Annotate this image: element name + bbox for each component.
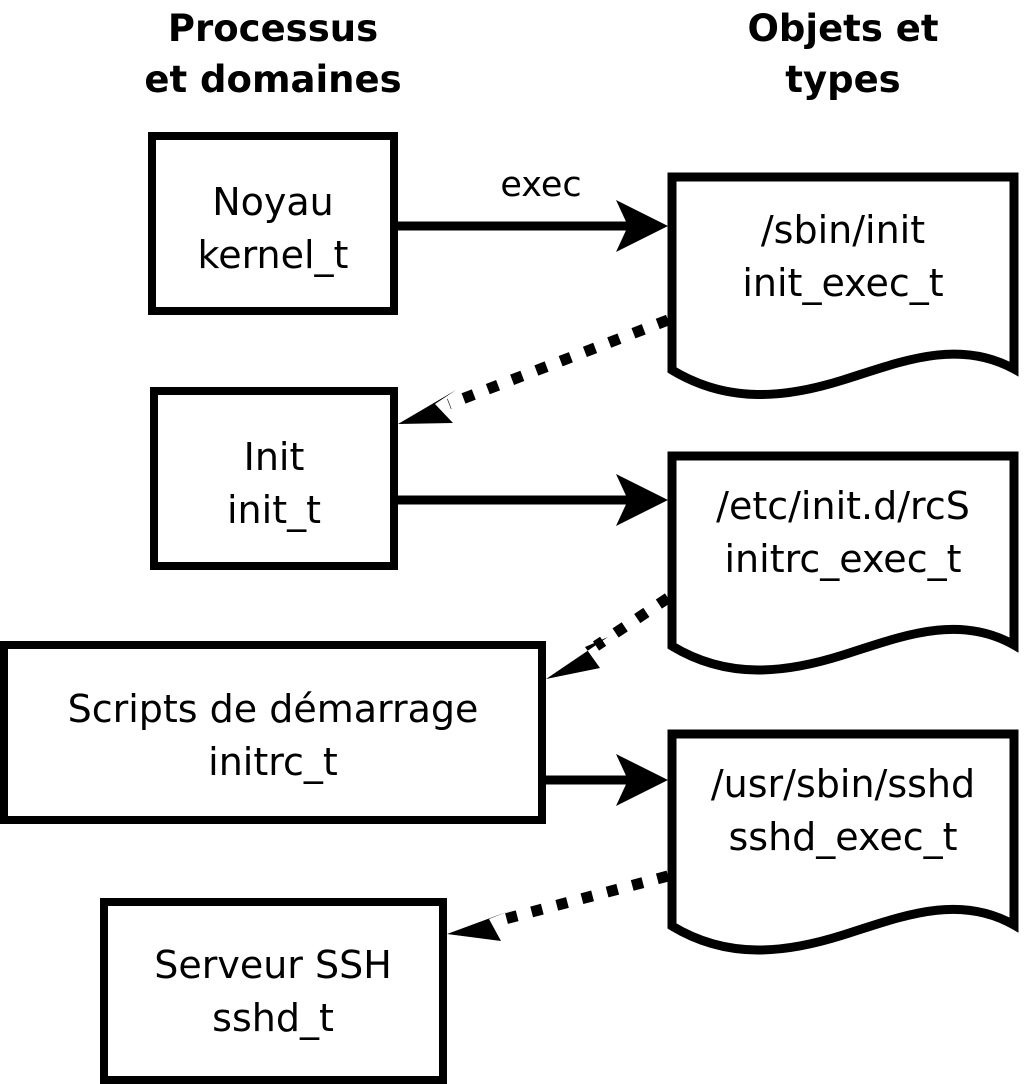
process-label-kernel-line2: kernel_t: [198, 233, 349, 277]
arrowhead-init-exec: [616, 474, 668, 526]
process-label-kernel-line1: Noyau: [212, 180, 334, 224]
edge-initrc_exec-transition-initrc: [546, 593, 672, 679]
object-node-init_exec[interactable]: /sbin/init init_exec_t: [667, 172, 1019, 399]
edge-init_exec-transition-init: [398, 314, 670, 424]
edge-label-exec: exec: [500, 165, 581, 205]
process-box-initrc[interactable]: [0, 641, 546, 824]
object-label-sshd_exec-line1: /usr/sbin/sshd: [711, 762, 975, 806]
object-node-initrc_exec[interactable]: /etc/init.d/rcS initrc_exec_t: [667, 451, 1019, 675]
edge-line-sshd_exec-transition: [499, 870, 670, 926]
arrowhead-kernel-exec: [616, 200, 668, 252]
column-header-objects: Objets et types: [747, 7, 938, 101]
edge-init-exec-initrc_exec: [398, 474, 668, 526]
edge-sshd_exec-transition-sshd: [447, 870, 670, 941]
process-label-sshd-line2: sshd_t: [212, 996, 334, 1040]
edge-kernel-exec-init_exec: exec: [398, 165, 668, 252]
process-node-kernel[interactable]: Noyau kernel_t: [148, 132, 398, 315]
process-label-sshd-line1: Serveur SSH: [154, 943, 392, 987]
object-label-init_exec-line2: init_exec_t: [742, 261, 943, 305]
process-box-init[interactable]: [150, 387, 398, 570]
object-label-initrc_exec-line1: /etc/init.d/rcS: [716, 484, 970, 528]
process-label-init-line2: init_t: [227, 488, 321, 532]
process-label-init-line1: Init: [244, 435, 305, 479]
object-document-sshd_exec[interactable]: [667, 729, 1019, 955]
edge-line-init_exec-transition: [447, 314, 670, 410]
arrowhead-sshd_exec-transition: [447, 910, 512, 941]
object-label-initrc_exec-line2: initrc_exec_t: [725, 537, 962, 581]
column-header-objects-line2: types: [785, 58, 900, 101]
edge-initrc-exec-sshd_exec: [546, 754, 668, 806]
arrowhead-initrc_exec-transition: [546, 637, 608, 679]
process-box-sshd[interactable]: [100, 898, 447, 1084]
arrowhead-init_exec-transition: [398, 390, 456, 424]
process-node-initrc[interactable]: Scripts de démarrage initrc_t: [0, 641, 546, 824]
column-header-processes: Processus et domaines: [144, 7, 401, 101]
column-header-processes-line1: Processus: [168, 7, 378, 50]
process-label-initrc-line1: Scripts de démarrage: [68, 687, 479, 731]
object-label-sshd_exec-line2: sshd_exec_t: [728, 815, 957, 859]
column-header-processes-line2: et domaines: [144, 58, 401, 101]
column-header-objects-line1: Objets et: [747, 7, 938, 50]
arrowhead-initrc-exec: [616, 754, 668, 806]
edge-line-initrc_exec-transition: [592, 593, 672, 651]
object-node-sshd_exec[interactable]: /usr/sbin/sshd sshd_exec_t: [667, 729, 1019, 955]
process-node-sshd[interactable]: Serveur SSH sshd_t: [100, 898, 447, 1084]
object-document-init_exec[interactable]: [667, 172, 1019, 399]
object-document-initrc_exec[interactable]: [667, 451, 1019, 675]
object-label-init_exec-line1: /sbin/init: [761, 208, 925, 252]
process-node-init[interactable]: Init init_t: [150, 387, 398, 570]
process-box-kernel[interactable]: [148, 132, 398, 315]
process-label-initrc-line2: initrc_t: [208, 740, 338, 784]
